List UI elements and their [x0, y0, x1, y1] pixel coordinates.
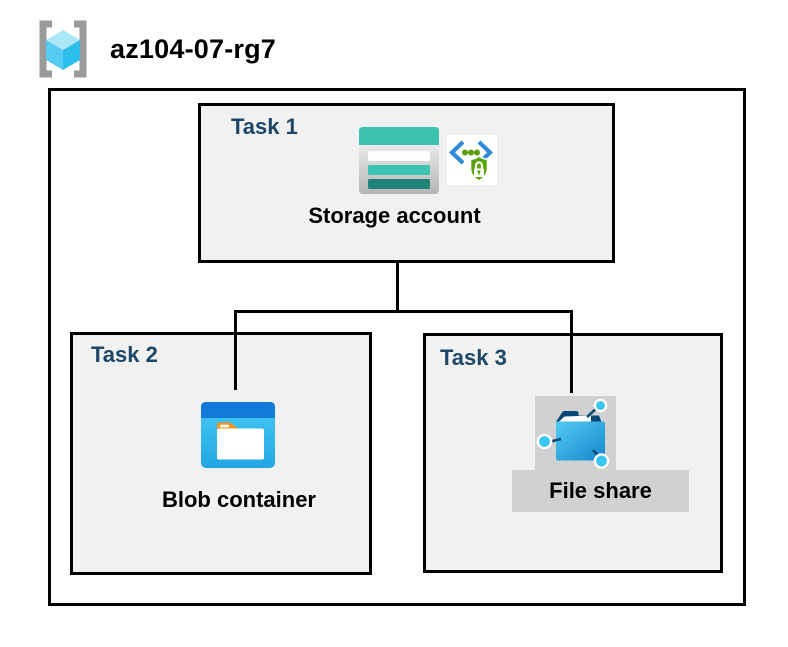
- resource-group-name: az104-07-rg7: [110, 34, 276, 64]
- secure-transfer-icon: [447, 135, 497, 185]
- connector-to-file-share: [570, 310, 573, 393]
- connector-branch-horizontal: [234, 310, 573, 313]
- task1-label: Task 1: [231, 114, 298, 139]
- task1-box: Task 1 Storage acc: [198, 103, 615, 263]
- task2-label: Task 2: [91, 342, 158, 367]
- lock-icon: [474, 161, 484, 169]
- blob-container-icon: [201, 402, 275, 468]
- connector-to-blob-container: [234, 310, 237, 390]
- connector-storage-stem: [396, 263, 399, 312]
- task2-box: Task 2 Blob container: [70, 332, 372, 575]
- task3-box: Task 3 File share: [423, 333, 723, 573]
- resource-group-icon: [39, 20, 87, 78]
- storage-account-label: Storage account: [308, 203, 481, 228]
- network-nodes: [536, 398, 610, 469]
- task3-label: Task 3: [440, 345, 507, 370]
- storage-account-icon: [359, 127, 439, 194]
- file-share-label: File share: [549, 478, 652, 503]
- file-share-label-strip: File share: [512, 470, 689, 512]
- file-share-icon: [535, 396, 616, 470]
- blob-container-label: Blob container: [161, 487, 316, 512]
